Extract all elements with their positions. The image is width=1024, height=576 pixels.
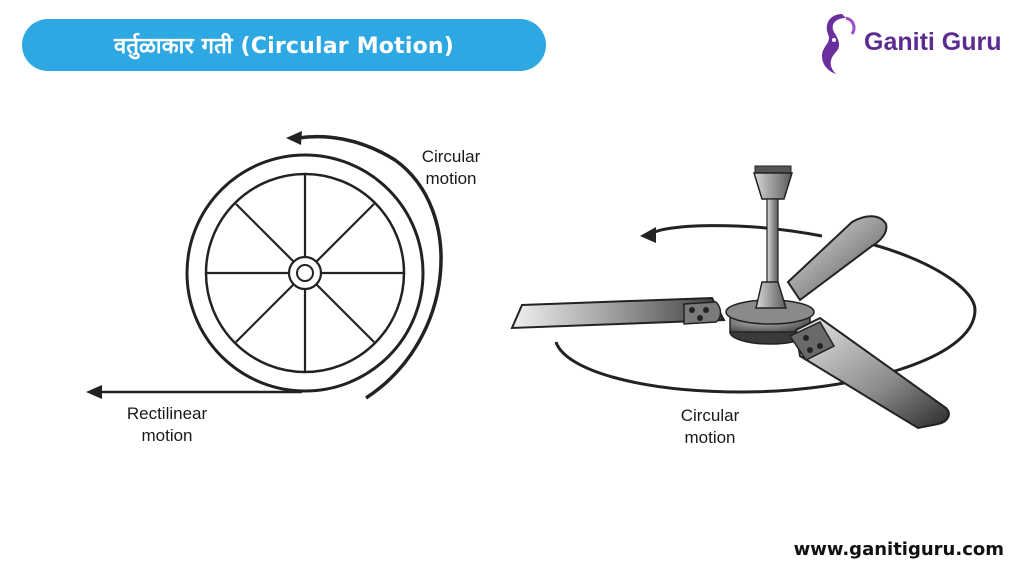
- fan-circular-label-line2: motion: [684, 428, 736, 447]
- logo-silhouette-icon: [822, 14, 856, 74]
- rectilinear-arrow: [86, 385, 302, 399]
- fan-downrod: [752, 165, 794, 286]
- fan-motor: [725, 281, 815, 345]
- website-url: www.ganitiguru.com: [793, 539, 1004, 560]
- rectilinear-label-line2: motion: [141, 426, 193, 445]
- wheel-circular-label-line2: motion: [425, 169, 477, 188]
- wheel-circular-label: Circular motion: [405, 146, 497, 190]
- wheel-spokes: [207, 175, 403, 371]
- brand-name: Ganiti Guru: [864, 28, 1002, 56]
- wheel-circular-label-line1: Circular: [421, 147, 481, 166]
- fan-circular-label: Circular motion: [664, 405, 756, 449]
- fan-blade-back: [786, 215, 888, 302]
- rectilinear-label: Rectilinear motion: [112, 403, 222, 447]
- title-banner: वर्तुळाकार गती (Circular Motion): [22, 19, 546, 71]
- rectilinear-label-line1: Rectilinear: [126, 404, 208, 423]
- fan-circular-label-line1: Circular: [680, 406, 740, 425]
- brand-logo: Ganiti Guru: [812, 10, 1012, 76]
- wheel: [185, 153, 425, 393]
- fan-blade-front: [788, 316, 950, 430]
- wheel-arc-arrow: [286, 131, 443, 400]
- fan-blade-left: [510, 296, 726, 330]
- page-title: वर्तुळाकार गती (Circular Motion): [113, 34, 454, 59]
